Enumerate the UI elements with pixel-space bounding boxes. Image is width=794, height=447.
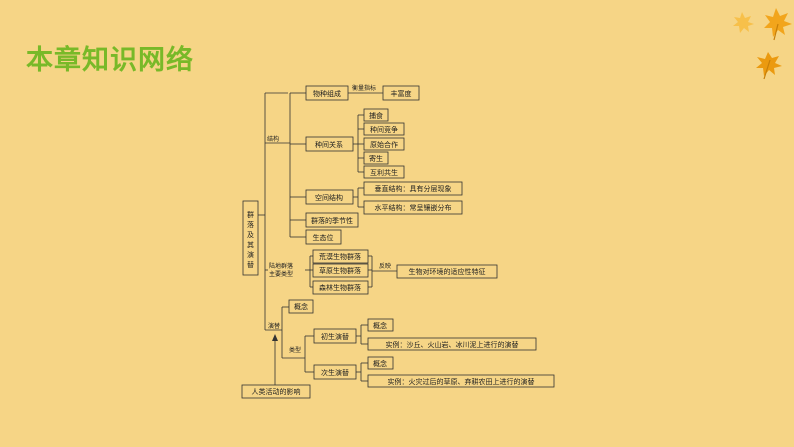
protocooperation-text: 原始合作 [370, 140, 398, 149]
niche-box [305, 229, 342, 245]
horizontal-structure-text: 水平结构：常呈镶嵌分布 [375, 203, 452, 212]
seasonality-text: 群落的季节性 [311, 216, 353, 225]
types-label: 类型 [289, 346, 301, 354]
parasitism-box [363, 151, 389, 165]
secondary-concept-text: 概念 [373, 359, 387, 368]
horizontal-structure-box [363, 200, 463, 215]
secondary-concept-box [367, 356, 394, 370]
secondary-example-text: 实例：火灾过后的草原、弃耕农田上进行的演替 [388, 377, 535, 386]
parasitism-text: 寄生 [369, 154, 383, 163]
competition-box [363, 122, 405, 136]
forest-text: 森林生物群落 [319, 283, 361, 292]
secondary-example-box [367, 374, 555, 388]
seasonality-box [305, 212, 359, 228]
desert-box [312, 249, 369, 264]
competition-text: 种间竞争 [370, 125, 398, 134]
spatial-structure-box [305, 189, 354, 205]
maple-leaves-icon [733, 8, 792, 80]
secondary-succession-box [313, 364, 357, 380]
community-types-label-line1: 陆地群落 [269, 262, 293, 270]
interspecific-box [305, 136, 354, 152]
grassland-text: 草原生物群落 [319, 266, 361, 275]
primary-succession-text: 初生演替 [321, 332, 349, 341]
vertical-structure-text: 垂直结构：具有分层现象 [375, 184, 452, 193]
primary-concept-box [367, 318, 394, 332]
structure-label: 结构 [267, 135, 279, 143]
adaptation-box [396, 264, 498, 279]
species-composition-text: 物种组成 [313, 89, 341, 98]
page-title: 本章知识网络 [26, 45, 194, 76]
metric-label: 衡量指标 [352, 84, 376, 92]
richness-box [382, 85, 420, 101]
desert-text: 荒漠生物群落 [319, 252, 361, 261]
succession-concept-box [288, 299, 314, 314]
vertical-structure-box [363, 181, 463, 196]
species-composition-box [305, 85, 349, 101]
root-label: 群落及其演替 [247, 210, 254, 269]
human-impact-text: 人类活动的影响 [252, 387, 301, 396]
interspecific-text: 种间关系 [315, 140, 343, 149]
mutualism-box [363, 165, 405, 179]
adaptation-text: 生物对环境的适应性特征 [409, 267, 486, 276]
predation-box [363, 108, 389, 122]
predation-text: 捕食 [369, 111, 383, 120]
succession-concept-text: 概念 [294, 302, 308, 311]
primary-example-box [367, 337, 537, 351]
mutualism-text: 互利共生 [370, 168, 398, 177]
reflect-label: 反映 [379, 262, 391, 270]
human-impact-box [241, 384, 311, 399]
community-types-label-line2: 主要类型 [269, 270, 293, 278]
forest-box [312, 280, 369, 295]
secondary-succession-text: 次生演替 [321, 368, 349, 377]
grassland-box [312, 263, 369, 278]
spatial-structure-text: 空间结构 [315, 193, 343, 202]
richness-text: 丰富度 [391, 89, 412, 98]
succession-label: 演替 [268, 322, 280, 330]
niche-text: 生态位 [313, 233, 334, 242]
primary-example-text: 实例：沙丘、火山岩、冰川泥上进行的演替 [386, 340, 519, 349]
protocooperation-box [363, 137, 405, 151]
root-node-box [242, 200, 259, 276]
primary-succession-box [313, 328, 357, 344]
primary-concept-text: 概念 [373, 321, 387, 330]
